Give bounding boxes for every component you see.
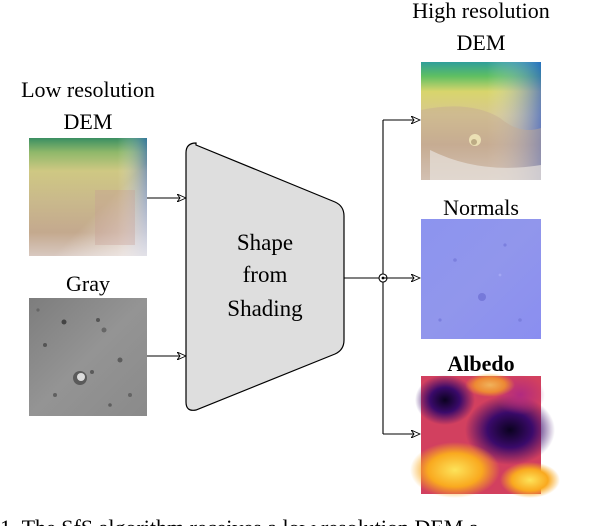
albedo-image	[410, 373, 560, 498]
process-label-line2: from	[243, 262, 288, 287]
low-res-dem-label-line1: Low resolution	[21, 77, 155, 102]
high-res-dem-label-line1: High resolution	[412, 0, 550, 23]
high-res-dem-label-line2: DEM	[457, 30, 506, 55]
high-res-dem-image	[421, 62, 541, 180]
caption-fragment: 1. The SfS algorithm receives a low reso…	[0, 515, 479, 526]
normals-image	[421, 219, 541, 339]
albedo-label: Albedo	[447, 351, 514, 376]
gray-image	[29, 298, 147, 416]
process-label-line3: Shading	[227, 296, 303, 321]
low-res-dem-image	[29, 138, 147, 256]
normals-label: Normals	[443, 195, 519, 220]
sfs-process-block	[185, 142, 345, 411]
process-label-line1: Shape	[237, 230, 293, 255]
low-res-dem-label-line2: DEM	[64, 109, 113, 134]
gray-label: Gray	[66, 271, 110, 296]
